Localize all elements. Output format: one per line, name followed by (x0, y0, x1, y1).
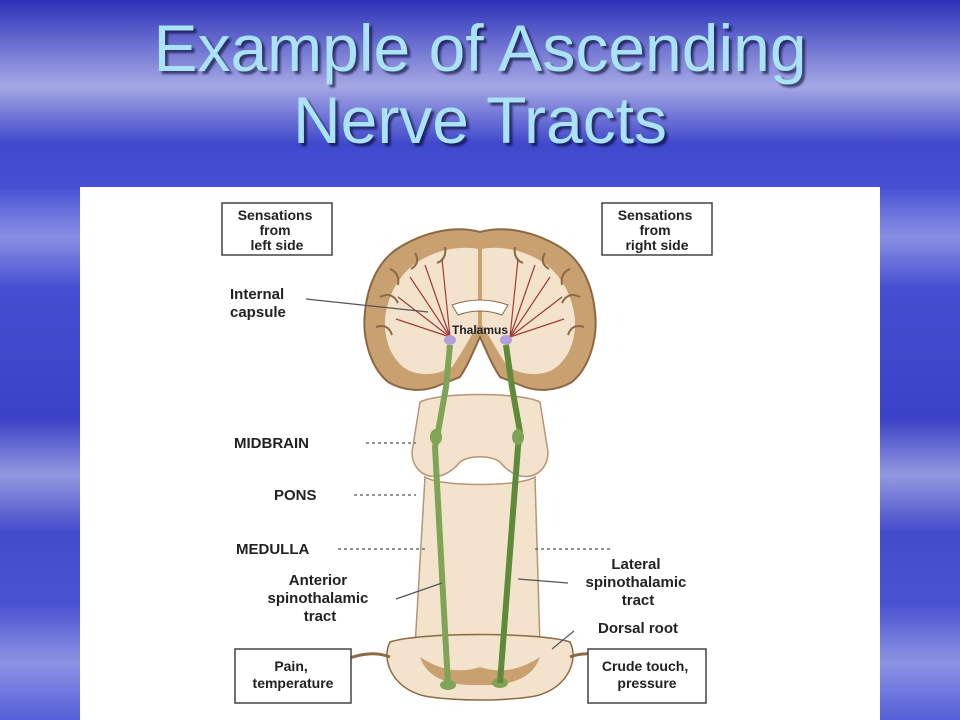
thalamus-left (444, 335, 456, 345)
leader-lateral-tract (517, 578, 569, 584)
box-right-side (601, 202, 713, 256)
brain-section (363, 228, 597, 391)
thalamus-right (500, 335, 512, 345)
label-pons: PONS (274, 487, 317, 504)
box-pain-temperature (234, 648, 352, 704)
title-line-2: Nerve Tracts (292, 83, 668, 157)
label-internal-capsule: Internal capsule (230, 286, 288, 321)
label-medulla: MEDULLA (236, 541, 309, 558)
label-right-side: Sensations from right side (618, 207, 697, 253)
label-crude-touch: Crude touch, pressure (602, 658, 692, 691)
brainstem (329, 393, 631, 701)
ascending-tracts (430, 344, 524, 686)
leader-lines (305, 298, 612, 650)
medulla-body (414, 475, 541, 648)
cortex-folds (375, 246, 585, 336)
lateral-ventricle (451, 299, 509, 316)
label-pain-temperature: Pain, temperature (253, 658, 334, 691)
label-thalamus: Thalamus (452, 323, 508, 337)
label-left-side: Sensations from left side (238, 207, 317, 253)
leader-anterior-tract (395, 582, 443, 600)
tract-nucleus-right (512, 429, 524, 445)
label-lateral-tract: Lateral spinothalamic tract (585, 556, 690, 609)
box-crude-touch (587, 648, 707, 704)
title-line-1: Example of Ascending (153, 11, 807, 85)
slide-title: Example of Ascending Nerve Tracts (0, 12, 960, 156)
leader-dorsal-root (551, 630, 575, 650)
label-dorsal-root: Dorsal root (598, 620, 678, 637)
box-left-side (221, 202, 333, 256)
label-anterior-tract: Anterior spinothalamic tract (267, 572, 372, 625)
label-midbrain: MIDBRAIN (234, 435, 309, 452)
diagram-panel: Sensations from left side Sensations fro… (80, 187, 880, 720)
ascending-tracts-diagram: Sensations from left side Sensations fro… (221, 202, 713, 704)
tract-nucleus-left (430, 429, 442, 445)
radiating-fibers (395, 258, 565, 338)
leader-internal-capsule (305, 298, 429, 313)
